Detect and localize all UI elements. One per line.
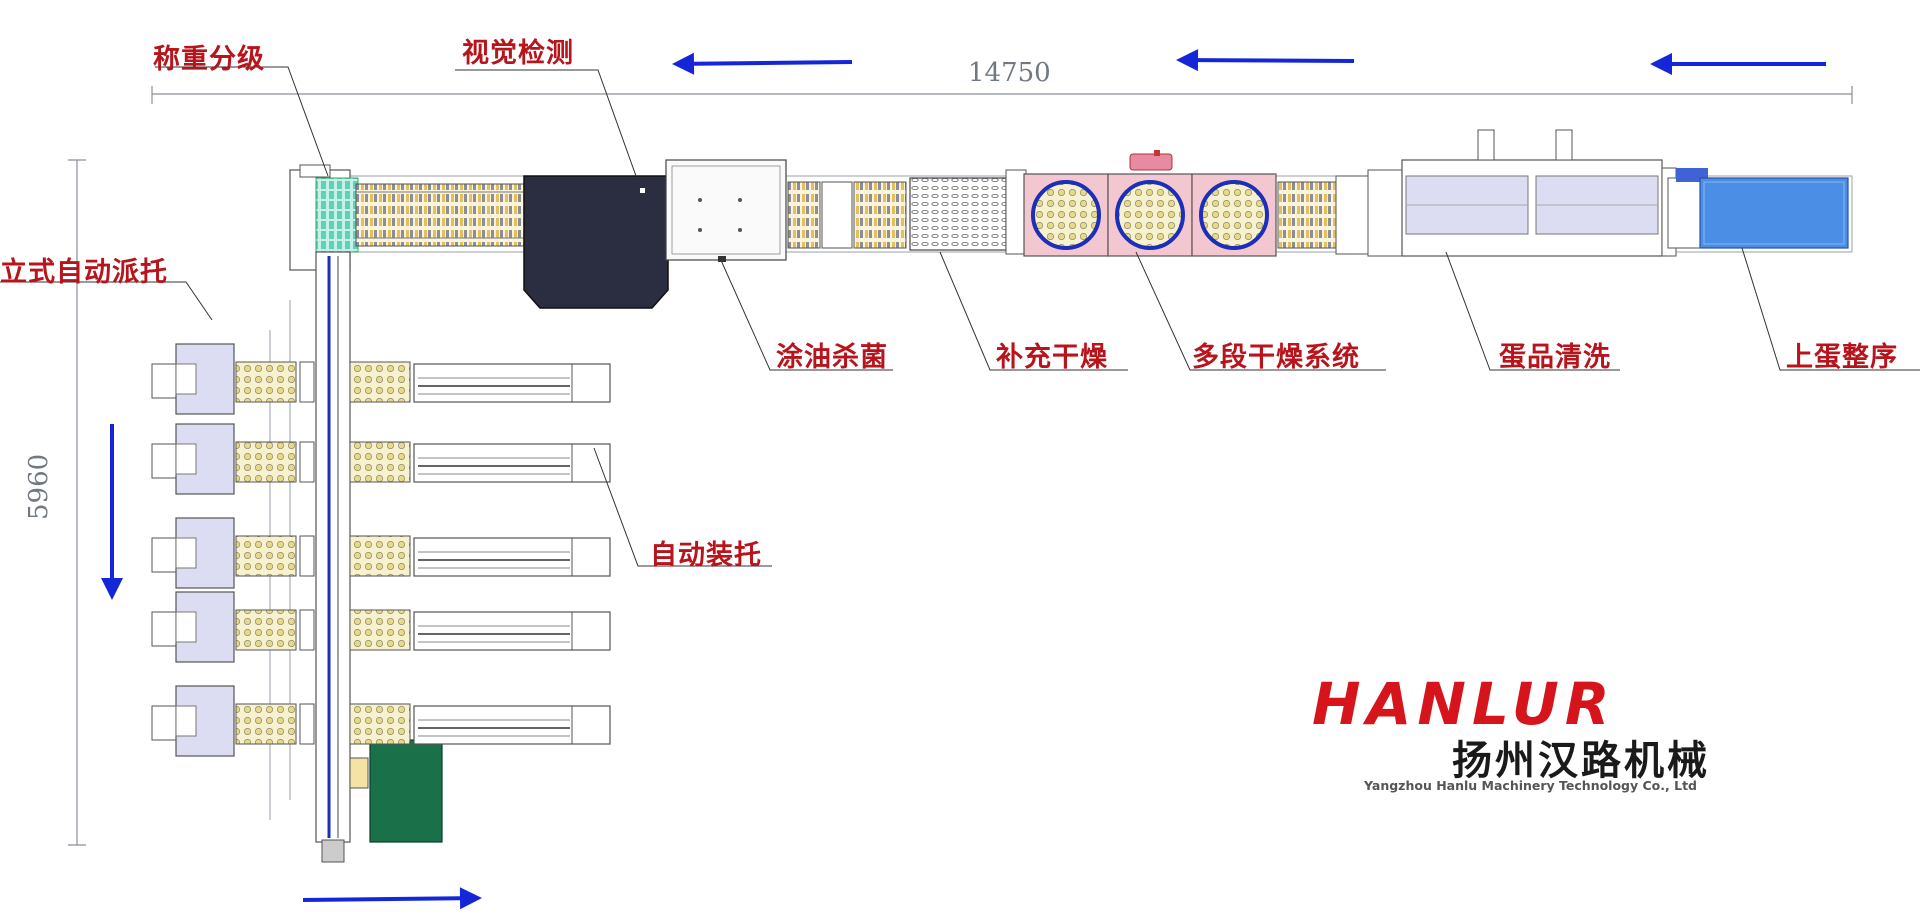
- label-egg-loading: 上蛋整序: [1786, 342, 1898, 373]
- company-name-cn: 扬州汉路机械: [1452, 738, 1710, 784]
- packing-row: [151, 517, 611, 589]
- label-weighing: 称重分级: [153, 44, 265, 75]
- dimension-width: 5960: [24, 453, 54, 520]
- label-pallet-dispatch: 立式自动派托: [0, 257, 168, 288]
- company-logo: HANLUR 扬州汉路机械 Yangzhou Hanlu Machinery T…: [1312, 670, 1712, 793]
- flow-arrows: [101, 49, 1826, 910]
- label-multi-drying: 多段干燥系统: [1192, 342, 1360, 373]
- drying-fans: [1023, 150, 1277, 257]
- label-vision: 视觉检测: [462, 38, 574, 69]
- packing-row: [151, 685, 611, 757]
- packing-row: [151, 423, 611, 495]
- flow-arrow: [101, 424, 123, 600]
- label-oiling: 涂油杀菌: [776, 342, 888, 373]
- leader-lines: [0, 66, 1920, 567]
- label-supp-drying: 补充干燥: [996, 342, 1108, 373]
- packing-row: [151, 591, 611, 663]
- company-name-en: Yangzhou Hanlu Machinery Technology Co.,…: [1364, 778, 1697, 793]
- flow-arrow: [302, 887, 482, 910]
- label-washing: 蛋品清洗: [1499, 342, 1611, 373]
- packing-rows: [151, 343, 611, 757]
- main-conveyor-line: [289, 129, 1853, 309]
- label-auto-packing: 自动装托: [650, 540, 762, 571]
- flow-arrow: [1650, 53, 1826, 75]
- flow-arrow: [672, 52, 853, 75]
- dimension-length: 14750: [968, 58, 1051, 88]
- logo-mark: HANLUR: [1312, 670, 1616, 738]
- flow-arrow: [1176, 49, 1355, 72]
- dimension-lines: [68, 86, 1853, 846]
- packing-row: [151, 343, 611, 415]
